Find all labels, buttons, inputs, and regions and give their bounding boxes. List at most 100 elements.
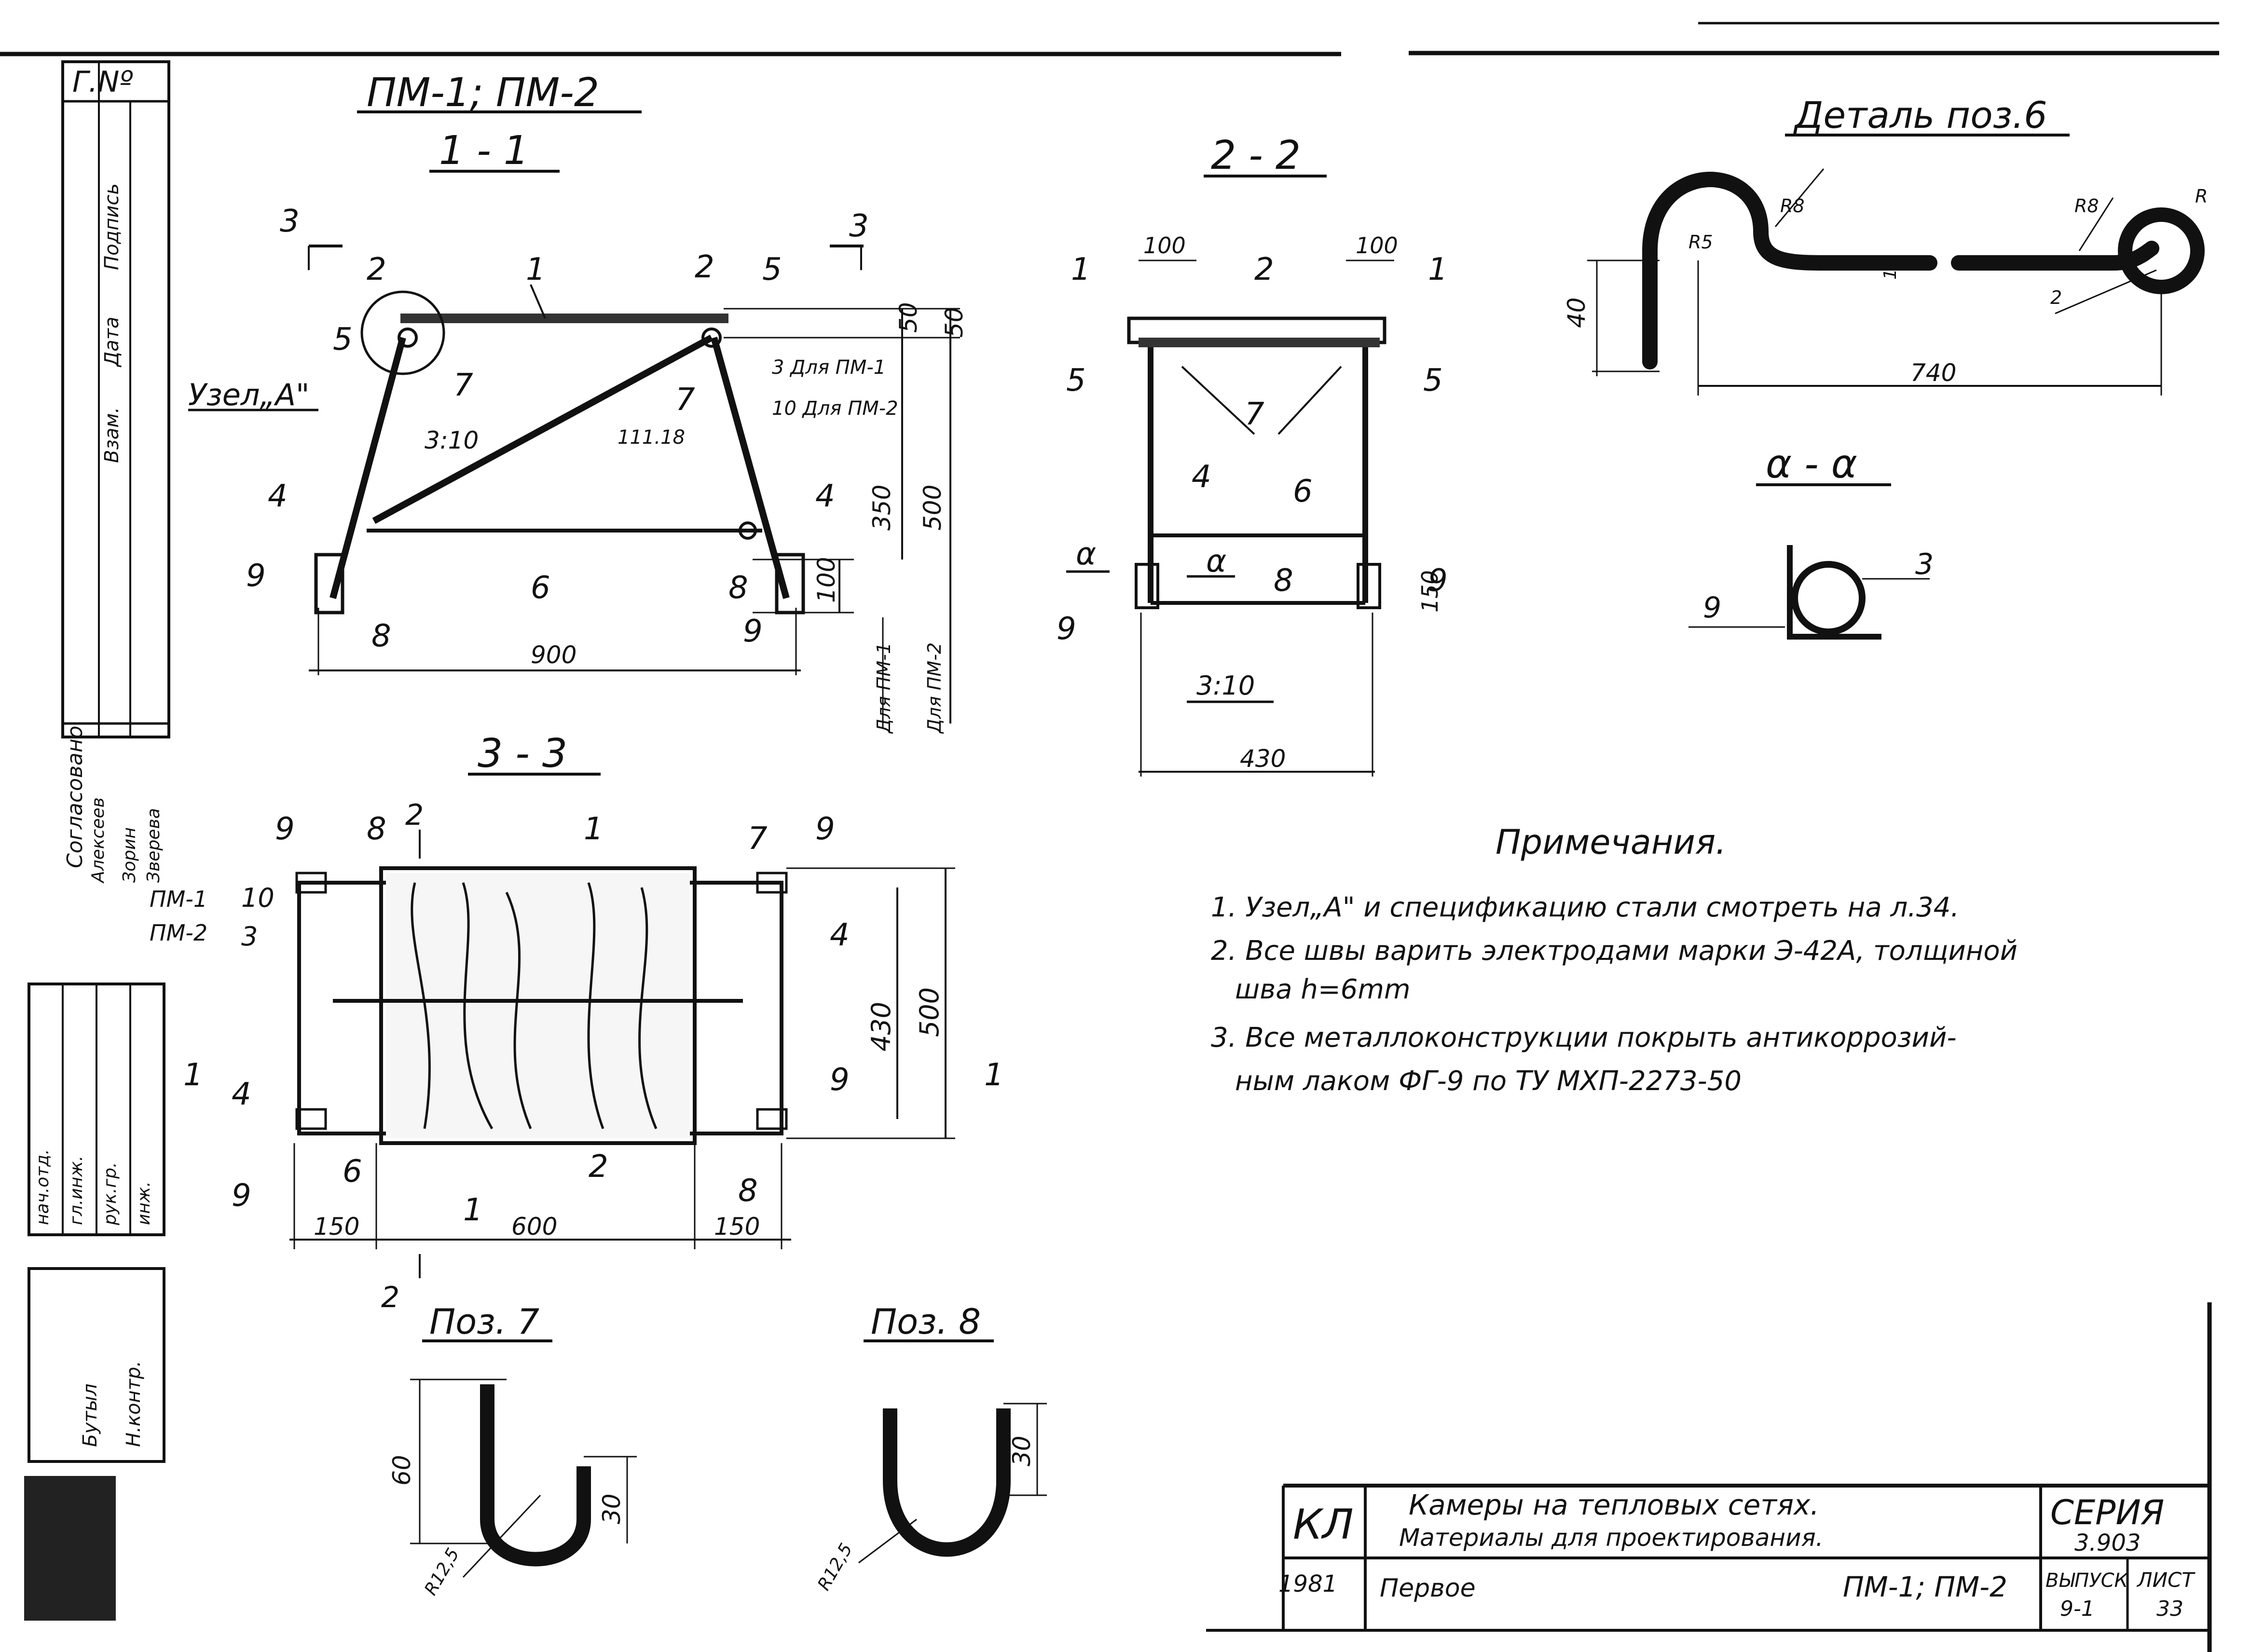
strip-sig-2: гл.инж. — [67, 1156, 86, 1225]
tb-series-value: 3.903 — [2074, 1529, 2141, 1556]
v11-callout-7b: 7 — [675, 382, 695, 418]
v22-callout-9b: 9 — [1428, 563, 1448, 599]
note-2b: швa h=6mm — [1235, 974, 1411, 1005]
v11-dim-side1: Для ПМ-1 — [873, 642, 894, 734]
sheet-border — [0, 22, 2219, 1652]
strip-entry-1: Подпись — [101, 183, 123, 270]
tb-sheet-label: ЛИСТ — [2136, 1568, 2196, 1592]
v11-dim-100: 100 — [812, 557, 840, 603]
v33-dim-600: 600 — [511, 1213, 557, 1241]
v11-dim-50a: 50 — [894, 302, 922, 333]
v11-weld: 111.18 — [618, 426, 685, 449]
v22-callout-5a: 5 — [1066, 363, 1086, 398]
tb-title-1: Камеры на тепловых сетях. — [1409, 1488, 1819, 1521]
tb-left-label: Первое — [1380, 1574, 1476, 1603]
v22-dim-430: 430 — [1240, 745, 1286, 773]
strip-sig-4: инж. — [134, 1181, 154, 1225]
p8-dim-30: 30 — [1008, 1435, 1036, 1466]
stamp-blot — [24, 1476, 116, 1621]
note-3: 3. Все металлоконструкции покрыть антико… — [1211, 1022, 1957, 1053]
section-2-2-title: 2 - 2 — [1211, 133, 1301, 178]
v11-callout-5a: 5 — [762, 252, 782, 287]
v11-slope: 3:10 — [425, 426, 479, 454]
v33-callout-8a: 8 — [367, 811, 386, 847]
v33-callout-4a: 4 — [232, 1077, 251, 1112]
note-2: 2. Все швы варить электродами марки Э-42… — [1211, 935, 2018, 967]
v11-callout-8b: 8 — [728, 570, 748, 606]
v33-dim-150b: 150 — [714, 1213, 760, 1241]
strip-name-1: Алексеев — [88, 797, 108, 884]
strip-col-top: Г.Nº — [72, 65, 133, 99]
tb-issue-value: 9-1 — [2060, 1597, 2095, 1621]
section-1-1-title: 1 - 1 — [439, 128, 529, 174]
strip-bottom-2: Н.контр. — [123, 1361, 145, 1447]
v11-callout-5b: 5 — [333, 322, 353, 357]
v33-callout-9c: 9 — [232, 1178, 251, 1214]
strip-bottom-1: Бутыл — [79, 1383, 101, 1447]
notes-title: Примечания. — [1496, 822, 1726, 862]
v33-callout-2: 2 — [589, 1149, 608, 1185]
v22-callout-7: 7 — [1245, 396, 1264, 432]
v11-node-label: Узел„A" — [188, 377, 310, 412]
v11-note-pm2: 10 Для ПМ-2 — [772, 397, 898, 420]
strip-sig-3: рук.гр. — [100, 1162, 120, 1226]
v33-cut-top: 2 — [405, 798, 424, 832]
v33-sec-right: 1 — [984, 1057, 1004, 1093]
v11-callout-6: 6 — [531, 570, 550, 606]
detail-pos-6: 40 740 12 R5 R8 R8 R 2 — [1563, 168, 2208, 396]
v11-cut-3-left: 3 — [280, 204, 300, 239]
v11-callout-4b: 4 — [815, 478, 835, 514]
wood-deck — [386, 873, 690, 1138]
v33-pm1: ПМ-1 — [150, 886, 207, 912]
v11-note-pm1: 3 Для ПМ-1 — [772, 356, 886, 379]
view-1-1: 1 2 2 5 5 7 7 4 4 9 9 8 8 6 3 3 Узел„A" … — [188, 204, 968, 734]
v33-callout-1a: 1 — [584, 811, 604, 847]
p7-dim-60: 60 — [388, 1455, 416, 1486]
series-title: ПМ-1; ПМ-2 — [367, 70, 599, 116]
v11-dim-500: 500 — [919, 485, 947, 531]
v33-cut-bottom: 2 — [381, 1281, 399, 1314]
v33-callout-4b: 4 — [830, 917, 850, 953]
v11-callout-7a: 7 — [453, 368, 473, 403]
tb-series-label: СЕРИЯ — [2050, 1493, 2164, 1532]
p7-dim-30: 30 — [598, 1493, 626, 1524]
d6-dim-740: 740 — [1910, 359, 1956, 387]
v11-dim-900: 900 — [531, 641, 576, 669]
strip-entry-3: Взам. — [101, 407, 123, 463]
v22-callout-2: 2 — [1254, 252, 1274, 287]
v11-callout-8a: 8 — [371, 618, 391, 654]
section-3-3-title: 3 - 3 — [478, 731, 567, 777]
strip-name-3: Зверева — [144, 808, 164, 883]
pos-8-title: Поз. 8 — [871, 1301, 981, 1342]
v33-callout-8b: 8 — [738, 1173, 758, 1209]
d6-r8a: R8 — [1780, 195, 1805, 217]
v33-sec-left: 1 — [183, 1057, 203, 1093]
d6-dim-40: 40 — [1563, 297, 1591, 328]
v22-callout-8: 8 — [1274, 563, 1293, 599]
left-stamp-strip: Г.Nº Подпись Дата Взам. Согласовано нач.… — [24, 60, 170, 1621]
tb-stamp: 1981 — [1278, 1570, 1337, 1597]
v11-callout-1: 1 — [526, 252, 546, 287]
v11-callout-2b: 2 — [695, 249, 714, 285]
v11-callout-4a: 4 — [268, 478, 288, 514]
strip-sig-1: нач.отд. — [33, 1149, 53, 1225]
v11-cut-3-right: 3 — [849, 208, 869, 244]
d6-dim-2: 2 — [2050, 287, 2062, 308]
v33-callout-9d: 9 — [830, 1062, 850, 1098]
tb-org: КЛ — [1293, 1501, 1354, 1549]
v33-dim-500: 500 — [914, 987, 945, 1037]
title-block: КЛ Камеры на тепловых сетях. Материалы д… — [1206, 1484, 2210, 1632]
view-3-3: 9 8 1 7 9 10 3 4 4 9 9 6 1 2 8 ПМ-1 ПМ-2… — [150, 798, 1004, 1314]
strip-entry-2: Дата — [101, 316, 123, 368]
v33-dim-430: 430 — [866, 1002, 896, 1051]
tb-title-2: Материалы для проектирования. — [1399, 1524, 1824, 1552]
v22-callout-5b: 5 — [1423, 363, 1443, 398]
section-aa-title: α - α — [1766, 441, 1857, 487]
v11-callout-9a: 9 — [246, 558, 266, 594]
daa-callout-3: 3 — [1915, 547, 1934, 581]
v33-callout-6: 6 — [343, 1154, 362, 1189]
tb-issue-label: ВЫПУСК — [2045, 1570, 2129, 1592]
view-2-2: 1 1 2 5 5 7 4 6 8 9 9 α α 3:10 100 100 1… — [1057, 232, 1448, 777]
tb-sheet-value: 33 — [2156, 1597, 2183, 1621]
